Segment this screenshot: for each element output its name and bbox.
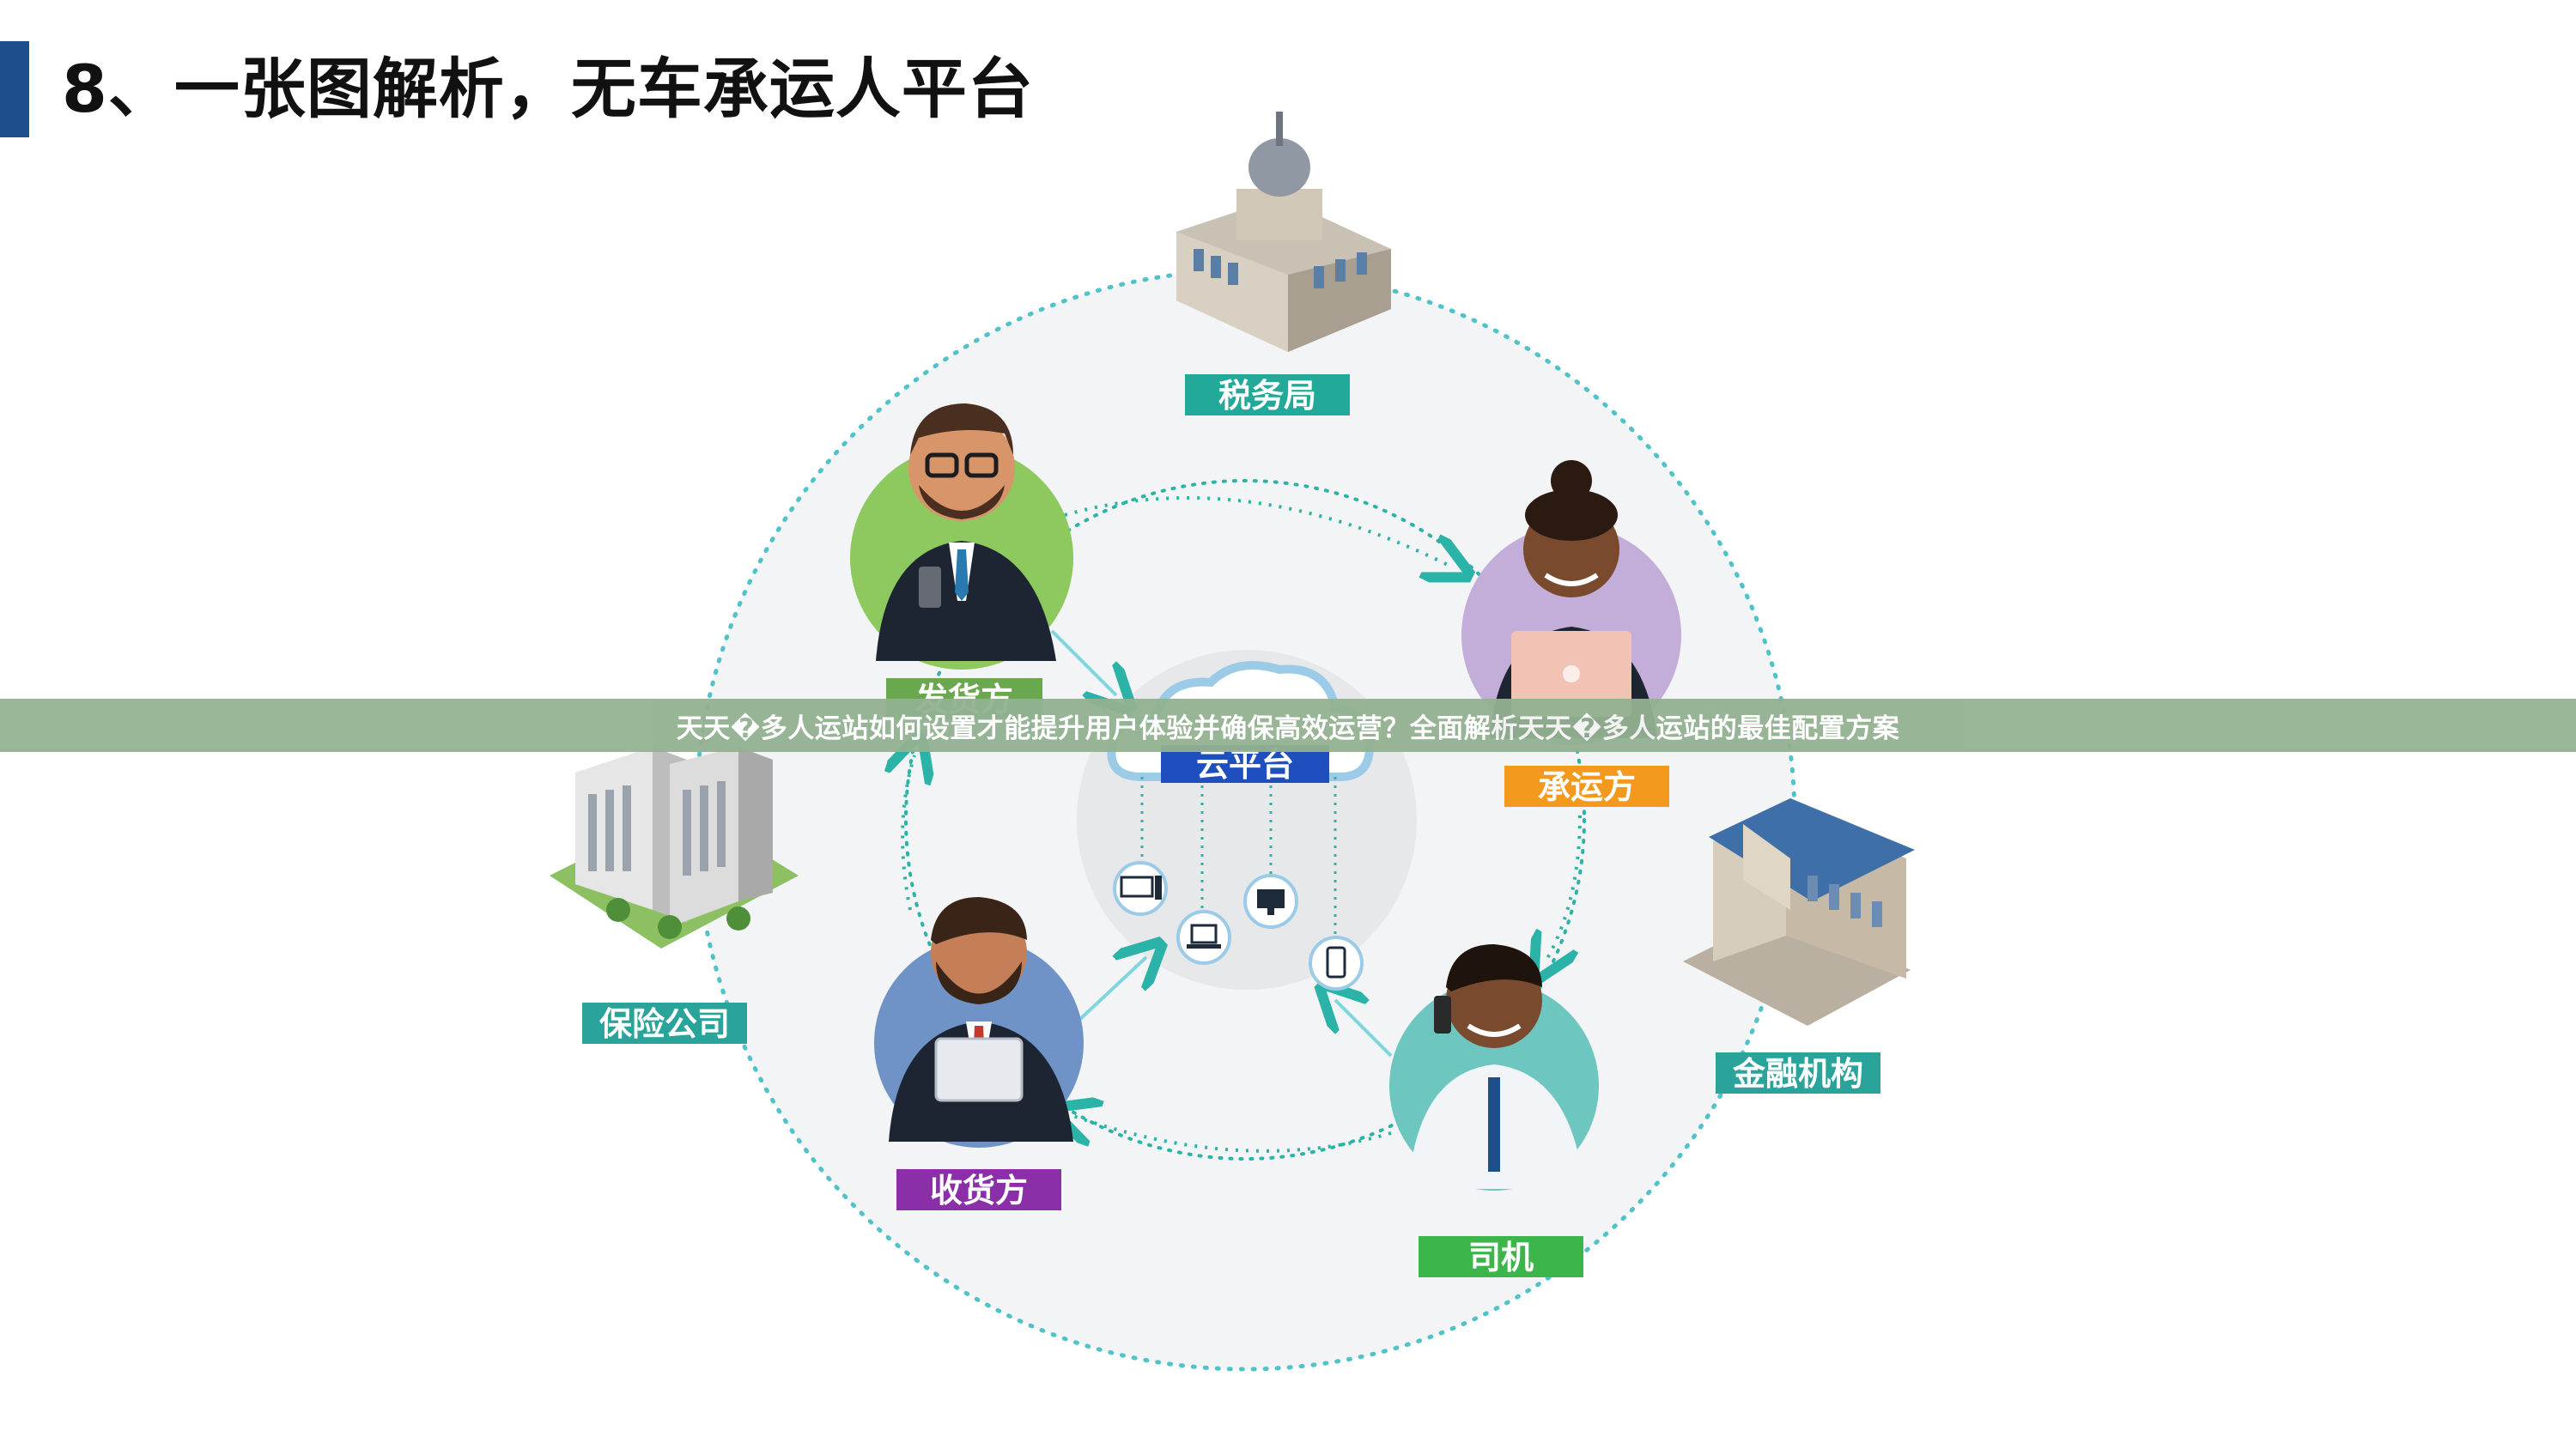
consignee-label: 收货方 <box>930 1172 1028 1210</box>
tax-bureau-label: 税务局 <box>1218 377 1316 415</box>
phone-icon <box>1309 936 1364 991</box>
arrow-consignee-to-platform <box>1076 957 1146 1023</box>
insurance-tag <box>582 1003 747 1044</box>
page-title: 8、一张图解析，无车承运人平台 <box>62 51 1034 127</box>
government-building-icon <box>1176 112 1391 352</box>
office-building-icon <box>550 747 799 949</box>
overlay-banner: 天天�多人运站如何设置才能提升用户体验并确保高效运营？全面解析天天�多人运站的最… <box>0 699 2576 752</box>
carrier-tag <box>1504 766 1669 807</box>
man-tablet-icon <box>874 897 1084 1148</box>
arrow-driver-to-platform <box>1335 1000 1393 1058</box>
driver-tag <box>1419 1236 1583 1277</box>
laptop-icon <box>1176 910 1231 965</box>
overlay-banner-text: 天天�多人运站如何设置才能提升用户体验并确保高效运营？全面解析天天�多人运站的最… <box>676 712 1900 744</box>
consignee-tag <box>896 1169 1061 1210</box>
carrier-label: 承运方 <box>1538 768 1636 806</box>
desktop-icon <box>1113 861 1168 916</box>
finance-label: 金融机构 <box>1732 1055 1863 1093</box>
cloud-platform-label: 云平台 <box>1196 746 1294 784</box>
bank-building-icon <box>1683 798 1915 1026</box>
title-accent-bar <box>0 41 29 137</box>
arrow-shipper-to-platform <box>1050 629 1116 695</box>
businessman-phone-icon <box>850 403 1073 670</box>
inner-ring <box>904 479 1586 1161</box>
tax-bureau-tag <box>1185 374 1350 415</box>
insurance-label: 保险公司 <box>599 1005 730 1043</box>
arrow-carrier-to-driver <box>1546 815 1582 961</box>
finance-tag <box>1716 1052 1880 1094</box>
monitor-icon <box>1243 874 1298 929</box>
network-lines <box>1140 777 1337 936</box>
driver-label: 司机 <box>1468 1239 1534 1276</box>
driver-phone-icon <box>1389 944 1599 1191</box>
